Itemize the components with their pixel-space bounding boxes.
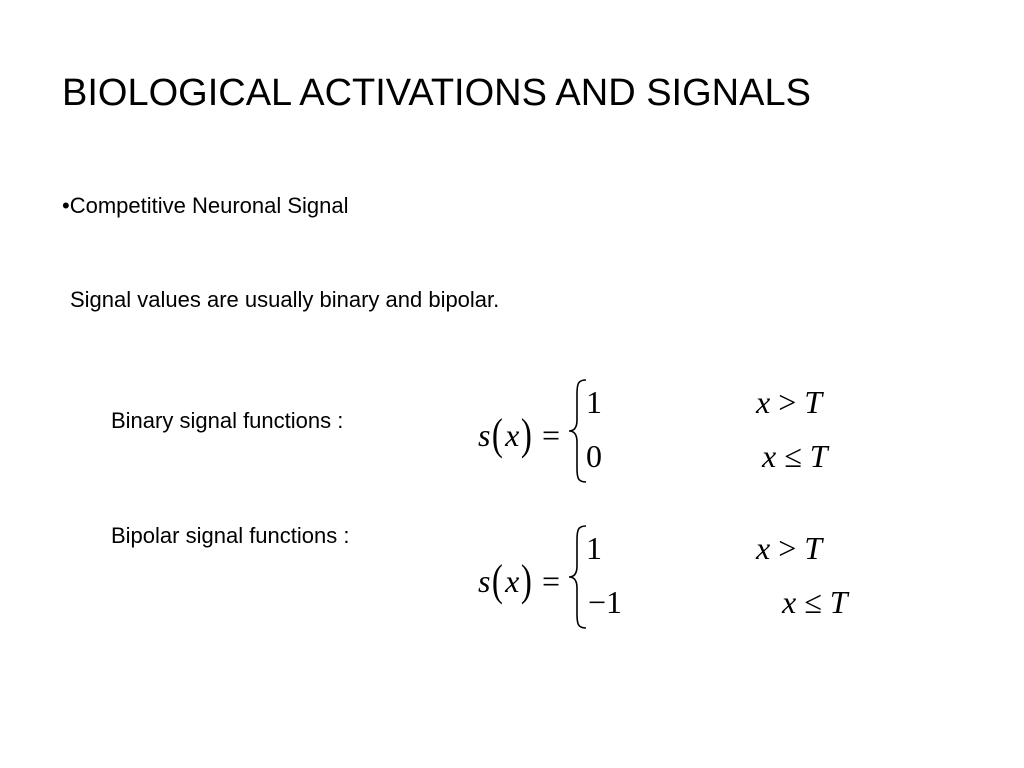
binary-brace [568, 379, 587, 483]
bipolar-case2-condition: x ≤ T [782, 584, 848, 621]
binary-case1-value: 1 [586, 384, 602, 420]
bipolar-eq-fn: s [478, 563, 491, 599]
left-paren: ( [492, 556, 504, 605]
left-paren: ( [492, 410, 504, 459]
binary-eq-lhs: s(x) = [478, 406, 561, 459]
right-paren: ) [521, 410, 533, 459]
cond-threshold: T [829, 584, 848, 620]
bipolar-case1-condition: x > T [756, 530, 822, 567]
cond-threshold: T [804, 384, 823, 420]
slide-title: BIOLOGICAL ACTIVATIONS AND SIGNALS [62, 72, 811, 114]
bipolar-label: Bipolar signal functions : [111, 523, 350, 548]
bipolar-case1-value: 1 [586, 530, 602, 566]
bipolar-eq-arg: x [505, 563, 520, 599]
binary-eq-fn: s [478, 417, 491, 453]
binary-eq-sign: = [541, 417, 561, 453]
cond-op: ≤ [804, 584, 822, 620]
cond-op: > [778, 384, 797, 420]
bipolar-eq-lhs: s(x) = [478, 552, 561, 605]
cond-var: x [756, 530, 771, 566]
cond-threshold: T [804, 530, 823, 566]
note-text: Signal values are usually binary and bip… [70, 287, 500, 312]
cond-var: x [762, 438, 777, 474]
binary-case2-value: 0 [586, 438, 602, 474]
cond-threshold: T [809, 438, 828, 474]
cond-op: > [778, 530, 797, 566]
cond-var: x [756, 384, 771, 420]
cond-op: ≤ [784, 438, 802, 474]
binary-case2-condition: x ≤ T [762, 438, 828, 475]
bipolar-eq-sign: = [541, 563, 561, 599]
bullet-item: •Competitive Neuronal Signal [62, 193, 349, 218]
binary-case1-condition: x > T [756, 384, 822, 421]
bipolar-brace [568, 525, 587, 629]
right-paren: ) [521, 556, 533, 605]
cond-var: x [782, 584, 797, 620]
bipolar-case2-value: −1 [588, 584, 623, 620]
binary-eq-arg: x [505, 417, 520, 453]
binary-label: Binary signal functions : [111, 408, 344, 433]
